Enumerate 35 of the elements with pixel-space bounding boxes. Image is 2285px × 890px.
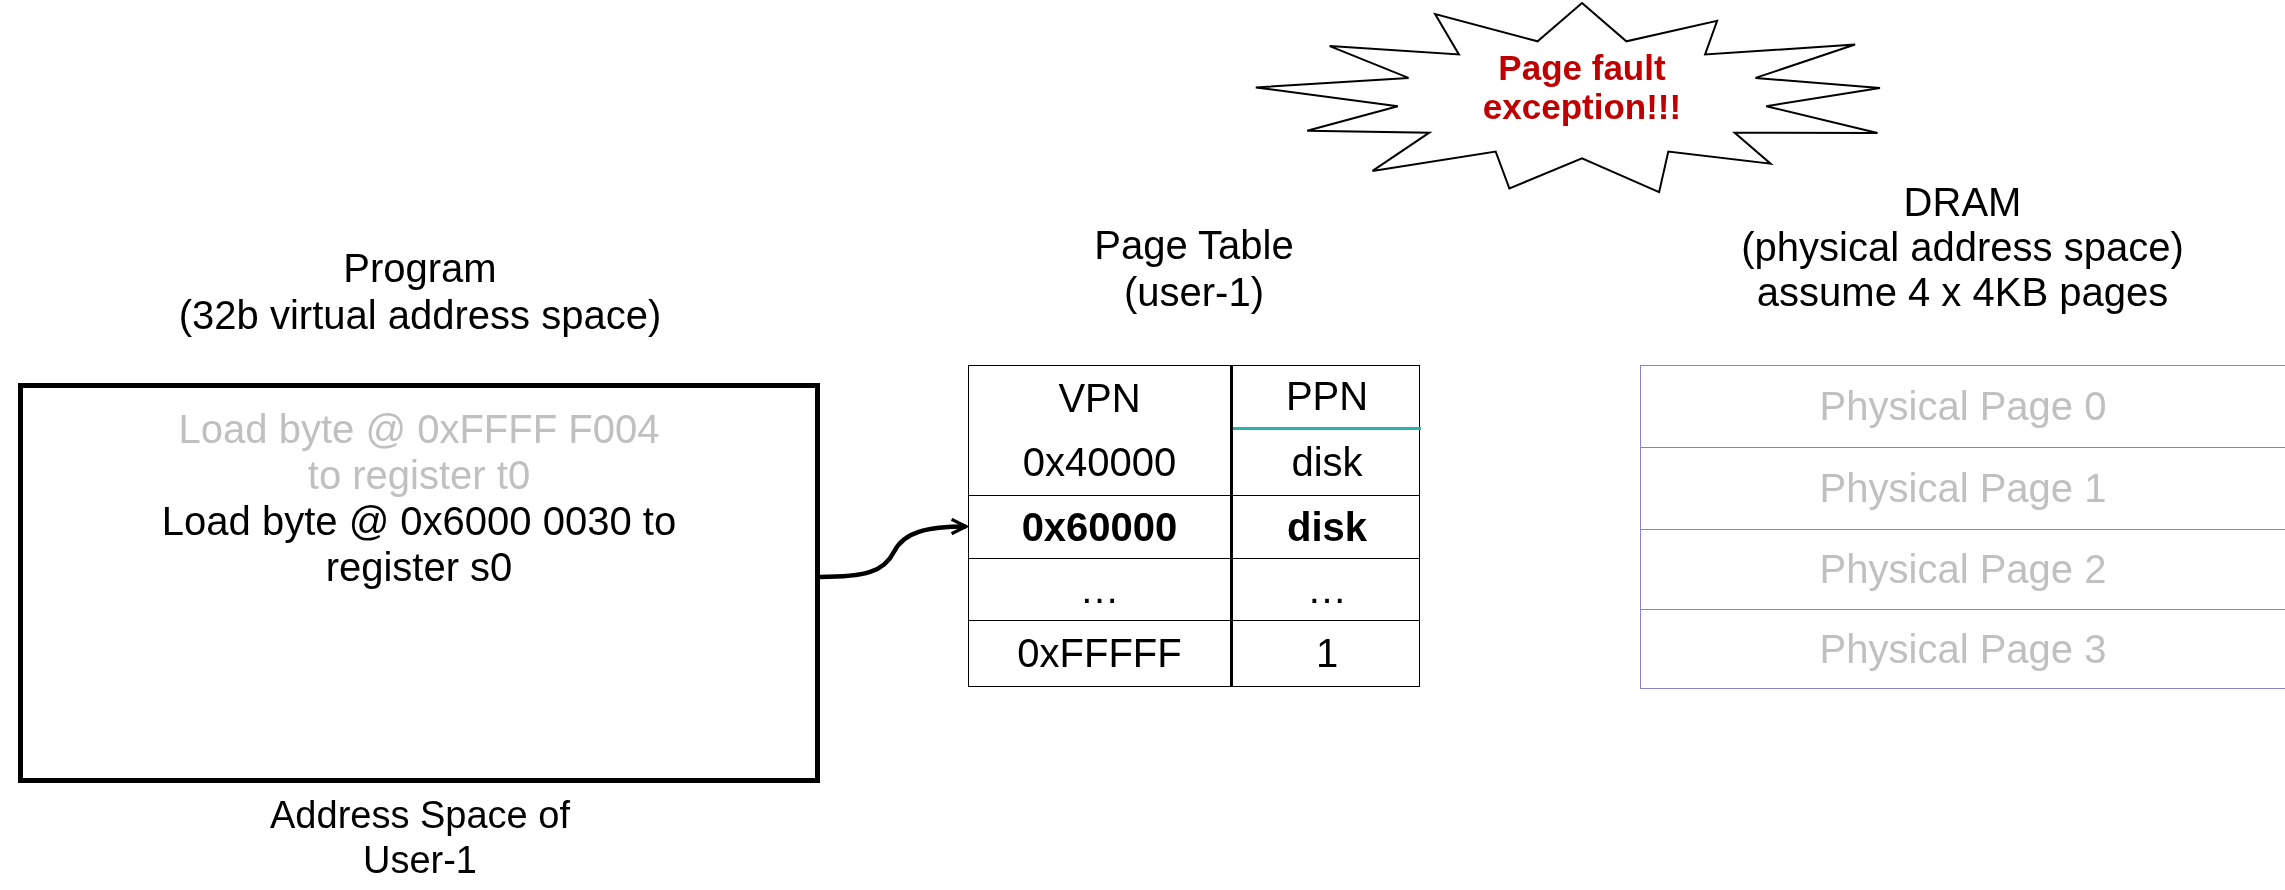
physical-page-slot <box>1640 365 2285 447</box>
column-heading: VPN <box>969 366 1233 430</box>
physical-page-number: … <box>1306 566 1348 613</box>
table-row <box>968 620 1420 687</box>
physical-page-slot <box>1640 529 2285 609</box>
table-row <box>968 365 1420 430</box>
physical-page-slot <box>1640 447 2285 529</box>
subheading: (32b virtual address space) <box>177 292 663 340</box>
page-label: Physical Page 1 <box>1819 466 2107 511</box>
virtual-page-number: 0xFFFFF <box>969 621 1233 686</box>
alert-text: Page fault exception!!! <box>1481 48 1683 127</box>
physical-page-number: 1 <box>1314 630 1340 677</box>
instruction-text: Load byte @ 0xFFFF F004 to register t0 <box>177 406 661 498</box>
virtual-page-number: 0x40000 <box>969 430 1233 495</box>
column-heading: PPN <box>1233 366 1421 430</box>
subheading: (physical address space) <box>1740 224 2185 270</box>
instruction-text: Load byte @ 0x6000 0030 to register s0 <box>160 498 678 590</box>
page-label: Physical Page 3 <box>1819 626 2107 672</box>
physical-page-number: disk <box>1285 503 1368 551</box>
table-row <box>968 558 1420 620</box>
virtual-page-number: … <box>969 559 1233 620</box>
page-label: Physical Page 0 <box>1819 384 2107 429</box>
table-row <box>968 495 1420 558</box>
heading: Program <box>342 245 498 292</box>
heading: Page Table <box>1093 222 1295 269</box>
page-label: Physical Page 2 <box>1819 547 2107 592</box>
box-label: Address Space of User-1 <box>270 793 570 883</box>
heading: DRAM <box>1902 180 2023 225</box>
arrow <box>819 517 968 580</box>
subheading: assume 4 x 4KB pages <box>1755 269 2170 315</box>
physical-page-slot <box>1640 609 2285 689</box>
subheading: (user-1) <box>1123 269 1265 317</box>
physical-page-number: disk <box>1290 439 1364 486</box>
virtual-page-number: 0x60000 <box>969 496 1233 558</box>
table-row <box>968 430 1420 495</box>
